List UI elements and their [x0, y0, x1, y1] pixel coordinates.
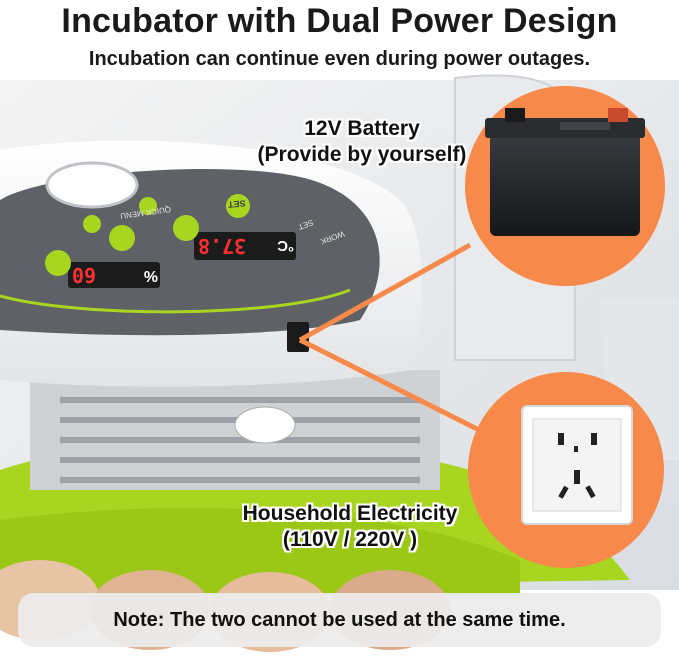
household-label: Household Electricity (110V / 220V ): [190, 501, 510, 553]
incubator-body: [30, 370, 440, 490]
viewing-window: [45, 161, 139, 209]
battery-icon: [485, 108, 645, 236]
battery-label-line1: 12V Battery: [304, 117, 420, 140]
humidity-display: [68, 262, 160, 288]
panel-accent-line: [0, 288, 351, 314]
humidity-readout: % 60: [72, 262, 158, 288]
temperature-value: 37.8: [198, 234, 247, 258]
panel-buttons: [45, 194, 250, 276]
household-label-line1: Household Electricity: [242, 502, 458, 525]
humidity-unit: %: [143, 267, 158, 284]
household-label-line2: (110V / 220V ): [282, 528, 418, 551]
page-title: Incubator with Dual Power Design: [61, 2, 618, 40]
wall-outlet-icon: [521, 405, 633, 525]
temperature-readout: °C 37.8: [198, 232, 294, 260]
set-button-label: SET: [227, 198, 246, 210]
control-panel: [0, 169, 380, 336]
connector-line-battery: [298, 242, 472, 343]
battery-label: 12V Battery (Provide by yourself): [202, 116, 522, 168]
note-text: Note: The two cannot be used at the same…: [113, 608, 566, 631]
temperature-unit: °C: [277, 237, 294, 255]
temperature-display: [194, 232, 296, 260]
page-subtitle: Incubation can continue even during powe…: [88, 48, 591, 70]
latch: [234, 406, 296, 444]
connector-line-outlet: [298, 337, 497, 441]
battery-label-line2: (Provide by yourself): [257, 143, 467, 166]
note-banner: Note: The two cannot be used at the same…: [18, 593, 661, 647]
humidity-value: 60: [72, 263, 97, 287]
